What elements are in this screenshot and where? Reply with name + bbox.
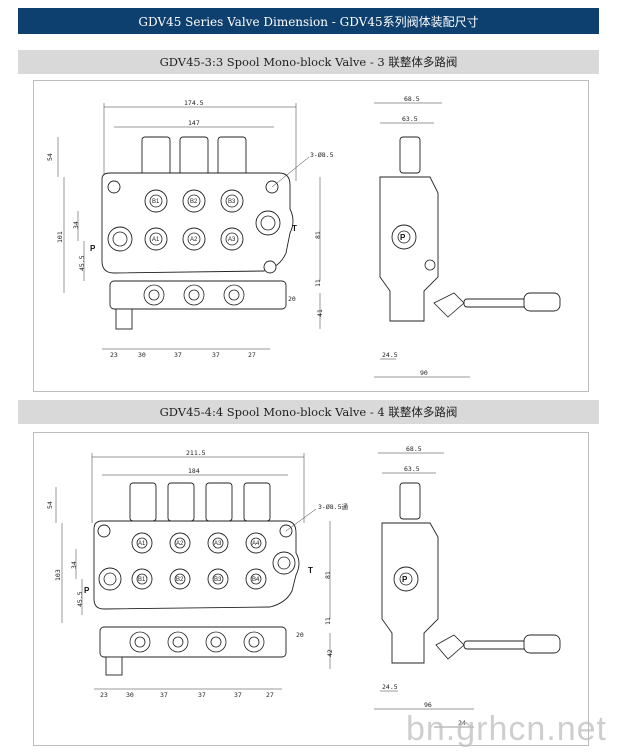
dim-bottom-1: 23 — [110, 351, 118, 359]
dim-left-mid-4: 34 — [70, 561, 78, 569]
port4-label-a3: A3 — [214, 541, 222, 547]
dim-right-bottom: 41 — [316, 309, 324, 317]
section-title-4-spool: GDV45-4:4 Spool Mono-block Valve - 4 联整体… — [18, 400, 599, 424]
side-bottom-left: 24.5 — [382, 351, 398, 359]
port-label-b1: B1 — [152, 199, 160, 205]
port-label-a2: A2 — [190, 237, 198, 243]
dim-top-height-4: 54 — [46, 501, 54, 509]
dim-left-low: 45.5 — [78, 255, 86, 271]
dim-bottom-2: 30 — [138, 351, 146, 359]
port4-note: 3-Ø8.5通 — [318, 502, 348, 511]
port4-label-b2: B2 — [176, 577, 184, 583]
dim-inner-width-4: 184 — [188, 467, 200, 475]
dim4-bottom-5: 37 — [234, 691, 242, 699]
watermark: bn.grhcn.net — [405, 710, 607, 748]
port-label-a1: A1 — [152, 237, 160, 243]
port-label-b2: B2 — [190, 199, 198, 205]
dim-overall-width-4: 211.5 — [186, 449, 206, 457]
side4-bottom-total: 96 — [424, 701, 432, 709]
dim-bottom-3: 37 — [174, 351, 182, 359]
port4-label-b4: B4 — [252, 577, 260, 583]
dim-bottom-5: 27 — [248, 351, 256, 359]
port-label-b3: B3 — [228, 199, 236, 205]
dim-left-mid: 34 — [72, 221, 80, 229]
dim-left-height-4: 103 — [54, 569, 62, 581]
port4-label-a2: A2 — [176, 541, 184, 547]
port4-label-a4: A4 — [252, 541, 260, 547]
port4-t-label: T — [308, 566, 313, 575]
dim4-bottom-3: 37 — [160, 691, 168, 699]
port4-label-b1: B1 — [138, 577, 146, 583]
side-bottom-total: 90 — [420, 369, 428, 377]
valve-drawing-4-spool: 211.5 184 54 103 34 45.5 A1 A2 A3 A4 — [46, 445, 561, 728]
side-width-inner: 63.5 — [402, 115, 418, 123]
section-title-3-spool: GDV45-3:3 Spool Mono-block Valve - 3 联整体… — [18, 50, 599, 74]
dim-right-low: 20 — [288, 295, 296, 303]
side4-extra: 24 — [458, 719, 466, 727]
page-title: GDV45 Series Valve Dimension - GDV45系列阀体… — [18, 8, 599, 34]
dim-bottom-4: 37 — [212, 351, 220, 359]
drawing-frame-3-spool: 174.5 147 54 101 34 45.5 B1 B2 B3 — [33, 80, 589, 392]
port-t-label: T — [292, 224, 297, 233]
dim4-bottom-1: 23 — [100, 691, 108, 699]
side-port-p-label: P — [400, 233, 406, 242]
dim-inner-width: 147 — [188, 119, 200, 127]
port-note: 3-Ø8.5 — [310, 151, 334, 159]
drawing-frame-4-spool: 211.5 184 54 103 34 45.5 A1 A2 A3 A4 — [33, 432, 589, 746]
dim-right-height: 81 — [314, 231, 322, 239]
side4-bottom-left: 24.5 — [382, 683, 398, 691]
port-label-a3: A3 — [228, 237, 236, 243]
dim4-right-low: 20 — [296, 631, 304, 639]
port4-p-label: P — [84, 586, 90, 595]
side4-width-inner: 63.5 — [404, 465, 420, 473]
port-p-label: P — [90, 244, 96, 253]
dim-top-height: 54 — [46, 153, 54, 161]
dim-overall-width: 174.5 — [184, 99, 204, 107]
port4-label-b3: B3 — [214, 577, 222, 583]
dim4-right-small: 11 — [324, 617, 332, 625]
dim4-bottom-6: 27 — [266, 691, 274, 699]
valve-drawing-3-spool: 174.5 147 54 101 34 45.5 B1 B2 B3 — [46, 95, 561, 378]
dim4-bottom-4: 37 — [198, 691, 206, 699]
side-width-top: 68.5 — [404, 95, 420, 103]
dim-left-height: 101 — [56, 231, 64, 243]
dim4-right-bottom: 42 — [326, 649, 334, 657]
port4-label-a1: A1 — [138, 541, 146, 547]
side4-width-top: 68.5 — [406, 445, 422, 453]
dim-left-low-4: 45.5 — [76, 591, 84, 607]
dim-right-small: 11 — [314, 279, 322, 287]
dim4-right-height: 81 — [324, 571, 332, 579]
side4-port-p-label: P — [402, 575, 408, 584]
dim4-bottom-2: 30 — [126, 691, 134, 699]
